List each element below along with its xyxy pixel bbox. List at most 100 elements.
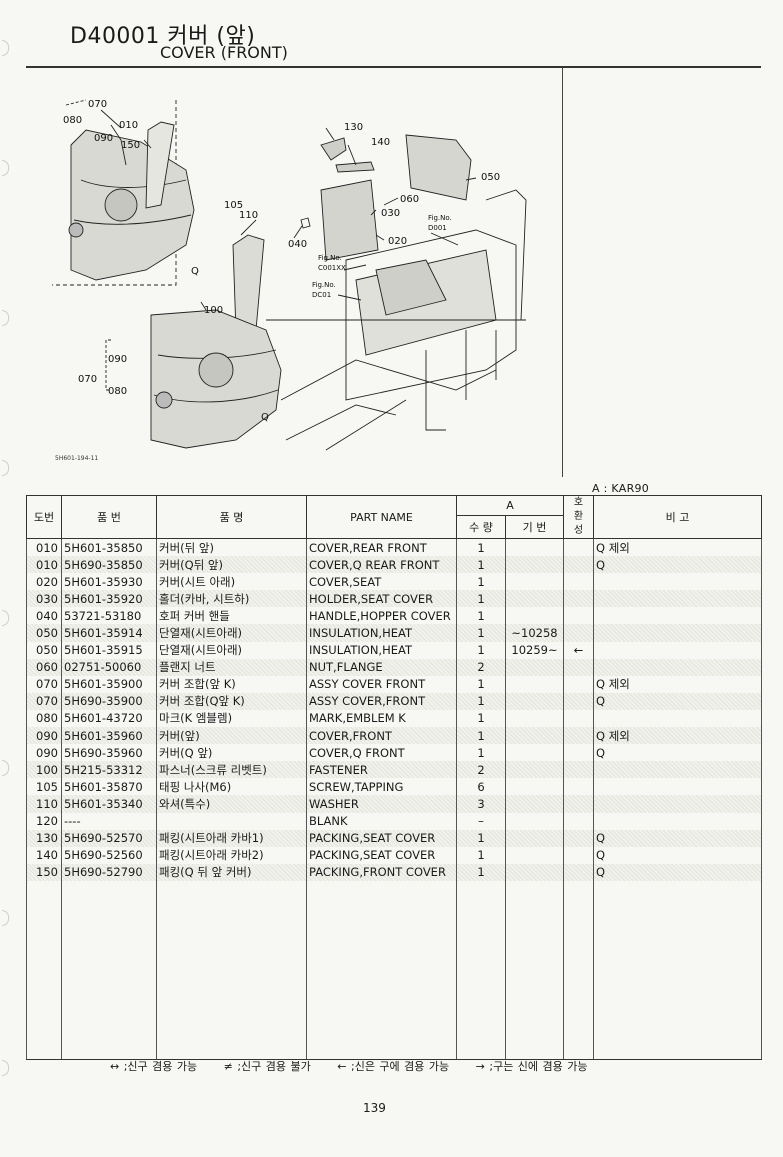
row-part-name-kr: 커버 조합(앞 K): [156, 675, 307, 693]
row-ref-no: 080: [26, 709, 62, 728]
row-remarks: [593, 709, 762, 728]
row-part-no: 5H601-35920: [61, 590, 157, 608]
row-interchange: [563, 727, 594, 745]
callout-label: 050: [481, 172, 500, 183]
row-qty: 1: [456, 607, 506, 625]
row-period: [505, 692, 564, 710]
blank-cell: [505, 880, 564, 1060]
row-qty: 1: [456, 556, 506, 574]
row-remarks: Q: [593, 744, 762, 762]
row-part-no: 5H690-52790: [61, 863, 157, 881]
callout-label: 020: [388, 236, 407, 247]
row-ref-no: 070: [26, 692, 62, 710]
row-qty: 2: [456, 658, 506, 676]
q-mark: Q: [191, 266, 199, 277]
row-period: [505, 675, 564, 693]
row-part-name-en: COVER,Q REAR FRONT: [306, 556, 457, 574]
row-part-no: 5H601-35960: [61, 727, 157, 745]
row-part-name-en: COVER,Q FRONT: [306, 744, 457, 762]
callout-label: 140: [371, 137, 390, 148]
header-part-name-en: PART NAME: [306, 495, 457, 539]
legend-item: ≠ ;신구 겸용 불가: [223, 1060, 311, 1073]
fig-ref-code: D001: [428, 224, 447, 232]
row-part-name-kr: 플랜지 너트: [156, 658, 307, 676]
header-period: 기 번: [505, 515, 564, 539]
header-rule: [26, 66, 761, 68]
page-subtitle: COVER (FRONT): [160, 43, 288, 62]
callout-label: 130: [344, 122, 363, 133]
row-part-no: 5H690-52570: [61, 829, 157, 847]
row-remarks: Q 제외: [593, 538, 762, 557]
blank-cell: [61, 880, 157, 1060]
row-period: [505, 607, 564, 625]
row-part-name-kr: 패킹(Q 뒤 앞 커버): [156, 863, 307, 881]
model-reference: A : KAR90: [592, 482, 650, 495]
row-part-no: 5H601-35915: [61, 641, 157, 659]
row-part-no: 5H690-35900: [61, 692, 157, 710]
row-part-name-kr: 커버 조합(Q앞 K): [156, 692, 307, 710]
row-period: [505, 812, 564, 830]
row-period: [505, 727, 564, 745]
row-ref-no: 050: [26, 641, 62, 659]
row-period: [505, 846, 564, 864]
row-part-name-kr: 커버(Q뒤 앞): [156, 556, 307, 574]
row-period: 10259~: [505, 641, 564, 659]
row-period: [505, 709, 564, 728]
row-part-no: 5H215-53312: [61, 761, 157, 779]
blank-cell: [593, 880, 762, 1060]
callout-label: 030: [381, 208, 400, 219]
table-row: 120----BLANK–: [26, 812, 762, 830]
row-ref-no: 010: [26, 538, 62, 557]
row-ref-no: 120: [26, 812, 62, 830]
row-part-no: 5H601-35870: [61, 778, 157, 796]
row-interchange: [563, 692, 594, 710]
blank-cell: [306, 880, 457, 1060]
row-remarks: Q: [593, 556, 762, 574]
row-remarks: Q 제외: [593, 675, 762, 693]
row-remarks: [593, 607, 762, 625]
row-qty: –: [456, 812, 506, 830]
row-interchange: [563, 829, 594, 847]
row-interchange: [563, 709, 594, 728]
row-part-name-kr: 커버(뒤 앞): [156, 538, 307, 557]
callout-label: 070: [78, 374, 97, 385]
legend-item: ← ;신은 구에 겸용 가능: [337, 1060, 450, 1073]
row-part-name-en: HANDLE,HOPPER COVER: [306, 607, 457, 625]
row-period: [505, 590, 564, 608]
row-interchange: [563, 812, 594, 830]
fig-ref-label: Fig.No.: [318, 254, 342, 262]
row-interchange: [563, 556, 594, 574]
callout-label: 080: [108, 386, 127, 397]
fig-ref-label: Fig.No.: [312, 281, 336, 289]
row-qty: 2: [456, 761, 506, 779]
header-interchange: 호환성: [563, 495, 594, 539]
row-part-name-kr: 호퍼 커버 핸들: [156, 607, 307, 625]
row-ref-no: 090: [26, 744, 62, 762]
row-remarks: [593, 573, 762, 591]
row-part-name-kr: 파스너(스크류 리벳트): [156, 761, 307, 779]
callout-label: 080: [63, 115, 82, 126]
callout-label: 150: [121, 140, 140, 151]
row-remarks: [593, 641, 762, 659]
q-mark: Q: [261, 412, 269, 423]
row-qty: 6: [456, 778, 506, 796]
blank-cell: [456, 880, 506, 1060]
row-interchange: [563, 607, 594, 625]
row-ref-no: 150: [26, 863, 62, 881]
callout-label: 040: [288, 239, 307, 250]
header-remarks: 비 고: [593, 495, 762, 539]
row-ref-no: 060: [26, 658, 62, 676]
row-interchange: [563, 778, 594, 796]
row-period: [505, 863, 564, 881]
row-interchange: [563, 624, 594, 642]
row-interchange: [563, 573, 594, 591]
